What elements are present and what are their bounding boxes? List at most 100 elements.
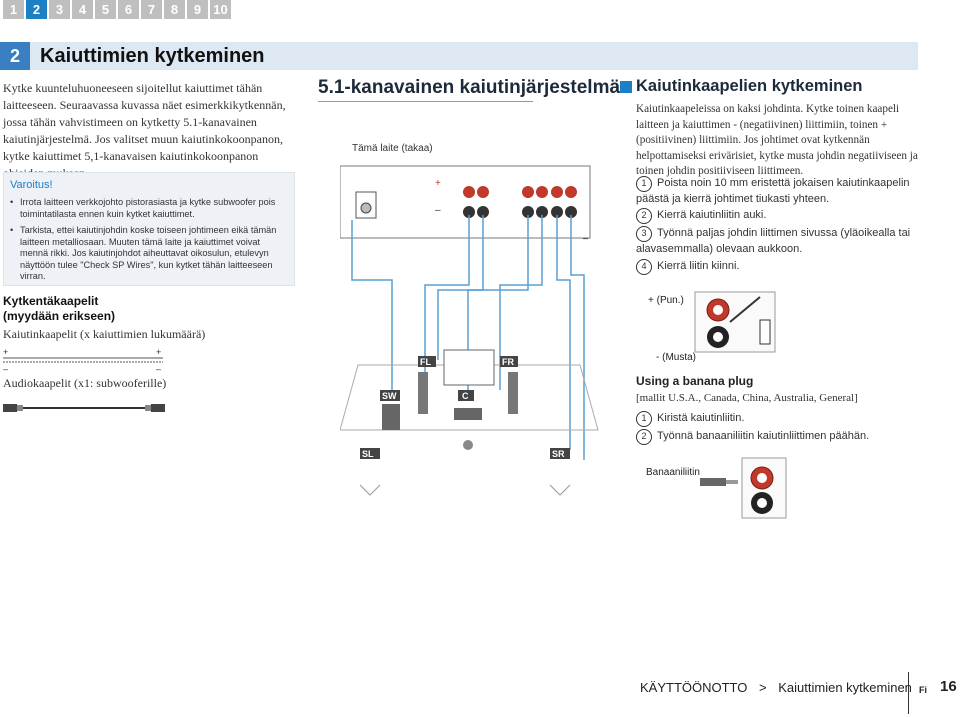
- speaker-cable-illustration: + + – –: [3, 348, 163, 374]
- connect-step-2: 2 Kierrä kaiutinliitin auki.: [636, 208, 920, 224]
- cables-title-line1: Kytkentäkaapelit: [3, 294, 99, 308]
- step-text: Kierrä liitin kiinni.: [657, 260, 740, 272]
- speaker-terminal: [522, 186, 534, 198]
- speaker-system-diagram: + – – FL FR SW C SL SR: [340, 165, 599, 496]
- cables-title: Kytkentäkaapelit (myydään erikseen): [3, 294, 115, 324]
- receiver-panel: [340, 165, 591, 239]
- cable-minus-right: –: [156, 364, 161, 374]
- speaker-cables: [351, 215, 585, 460]
- breadcrumb-page[interactable]: Kaiuttimien kytkeminen: [778, 680, 912, 695]
- middle-title: 5.1-kanavainen kaiutinjärjestelmä: [318, 77, 621, 98]
- breadcrumb-section[interactable]: KÄYTTÖÖNOTTO: [640, 680, 748, 695]
- speaker-c: [454, 408, 482, 420]
- speaker-terminal: [536, 206, 548, 218]
- cables-title-line2: (myydään erikseen): [3, 309, 116, 323]
- listener: [463, 440, 473, 450]
- section-title: Kaiuttimien kytkeminen: [40, 45, 265, 67]
- speaker-fr: [508, 372, 518, 414]
- breadcrumb-separator: >: [759, 680, 767, 695]
- section-number: 2: [0, 42, 30, 70]
- label-fl: FL: [420, 357, 431, 367]
- plus-sign: +: [435, 178, 441, 189]
- speaker-terminal: [463, 186, 475, 198]
- footer-divider: [908, 672, 909, 714]
- tab-9[interactable]: 9: [187, 0, 208, 19]
- tab-8[interactable]: 8: [164, 0, 185, 19]
- step-number: 3: [636, 226, 652, 242]
- page-number: 16: [940, 678, 957, 695]
- banana-illustration: [700, 457, 787, 519]
- step-text: Kierrä kaiutinliitin auki.: [657, 209, 767, 221]
- tv: [443, 349, 495, 386]
- caution-item: Irrota laitteen verkkojohto pistorasiast…: [10, 197, 286, 220]
- cable-plus: +: [3, 348, 8, 357]
- language-code: Fi: [919, 685, 927, 695]
- connect-step-4: 4 Kierrä liitin kiinni.: [636, 259, 920, 275]
- tab-5[interactable]: 5: [95, 0, 116, 19]
- banana-title: Using a banana plug: [636, 374, 754, 388]
- banana-plug-label: Banaaniliitin: [646, 467, 700, 478]
- label-sl: SL: [362, 449, 374, 459]
- step-text: Työnnä paljas johdin liittimen sivussa (…: [636, 227, 911, 255]
- label-fr: FR: [502, 357, 514, 367]
- plus-red-label: + (Pun.): [648, 295, 684, 306]
- speaker-terminal: [551, 206, 563, 218]
- minus-sign: –: [435, 205, 441, 216]
- speaker-fl: [418, 372, 428, 414]
- step-number: 1: [636, 411, 652, 427]
- speaker-terminal: [551, 186, 563, 198]
- caution-box: Varoitus! Irrota laitteen verkkojohto pi…: [3, 172, 295, 286]
- minus-black-label: - (Musta): [656, 352, 696, 363]
- speaker-sr: [549, 484, 571, 496]
- speaker-terminal: [565, 186, 577, 198]
- label-c: C: [462, 391, 469, 401]
- caution-title: Varoitus!: [10, 179, 53, 191]
- tab-6[interactable]: 6: [118, 0, 139, 19]
- right-paragraph: Kaiutinkaapeleissa on kaksi johdinta. Ky…: [636, 103, 918, 177]
- speaker-terminal: [522, 206, 534, 218]
- minus-sign-right: –: [583, 233, 588, 243]
- cable-plus-right: +: [156, 348, 161, 357]
- audio-cable-label: Audiokaapelit (x1: subwooferille): [3, 376, 167, 390]
- tab-1[interactable]: 1: [3, 0, 24, 19]
- step-number: 4: [636, 259, 652, 275]
- breadcrumb: KÄYTTÖÖNOTTO > Kaiuttimien kytkeminen: [640, 680, 912, 695]
- label-sw: SW: [382, 391, 397, 401]
- banana-step-2: 2 Työnnä banaaniliitin kaiutinliittimen p…: [636, 429, 920, 445]
- terminal-illustration: [694, 291, 776, 353]
- label-sr: SR: [552, 449, 565, 459]
- tab-10[interactable]: 10: [210, 0, 231, 19]
- step-text: Poista noin 10 mm eristettä jokaisen kai…: [636, 177, 910, 205]
- title-marker: [620, 81, 632, 93]
- speaker-cable-label: Kaiutinkaapelit (x kaiuttimien lukumäärä…: [3, 327, 206, 341]
- speaker-terminal: [536, 186, 548, 198]
- step-text: Kiristä kaiutinliitin.: [657, 412, 745, 424]
- step-text: Työnnä banaaniliitin kaiutinliittimen pä…: [657, 430, 870, 442]
- speaker-sw: [382, 404, 400, 430]
- speaker-terminal: [463, 206, 475, 218]
- tab-3[interactable]: 3: [49, 0, 70, 19]
- banana-step-1: 1 Kiristä kaiutinliitin.: [636, 411, 920, 427]
- section-header: 2 Kaiuttimien kytkeminen: [0, 42, 918, 70]
- middle-title-rule: [318, 101, 533, 102]
- speaker-terminal: [565, 206, 577, 218]
- step-number: 2: [636, 208, 652, 224]
- device-label: Tämä laite (takaa): [352, 143, 433, 154]
- speaker-terminals: [463, 186, 577, 218]
- caution-item: Tarkista, ettei kaiutinjohdin koske tois…: [10, 225, 286, 283]
- speaker-sl: [359, 484, 381, 496]
- tab-2[interactable]: 2: [26, 0, 47, 19]
- speaker-terminal: [477, 206, 489, 218]
- cable-minus: –: [3, 364, 8, 374]
- tab-4[interactable]: 4: [72, 0, 93, 19]
- speaker-terminal: [477, 186, 489, 198]
- right-title: Kaiutinkaapelien kytkeminen: [636, 77, 863, 95]
- intro-text: Kytke kuunteluhuoneeseen sijoitellut kai…: [3, 81, 286, 180]
- tab-7[interactable]: 7: [141, 0, 162, 19]
- step-number: 1: [636, 176, 652, 192]
- banana-regions: [mallit U.S.A., Canada, China, Australia…: [636, 392, 858, 404]
- step-number: 2: [636, 429, 652, 445]
